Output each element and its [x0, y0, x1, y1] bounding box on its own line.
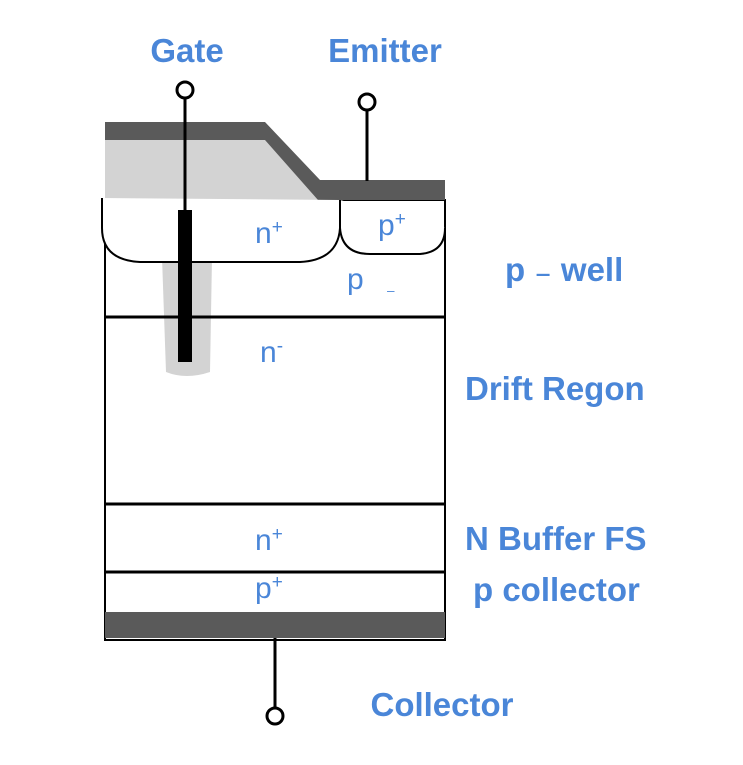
- p-well-label: p ₋ well: [505, 251, 623, 288]
- p-minus-label: p₋: [347, 263, 396, 300]
- p-collector-label: p collector: [473, 571, 640, 608]
- collector-terminal: [265, 706, 285, 726]
- p-plus-region-boundary: [339, 200, 446, 255]
- gate-label: Gate: [150, 32, 223, 69]
- emitter-metal: [105, 122, 445, 200]
- emitter-label: Emitter: [328, 32, 442, 69]
- gate-oxide: [105, 137, 445, 200]
- collector-label: Collector: [370, 686, 513, 723]
- p-plus-collector-label: p+: [255, 572, 283, 605]
- drift-region-label: Drift Regon: [465, 370, 645, 407]
- emitter-terminal: [357, 92, 377, 112]
- trench-gate-electrode: [178, 210, 192, 362]
- n-minus-label: n-: [260, 336, 283, 369]
- n-plus-region-boundary: [101, 198, 341, 263]
- n-buffer-label: N Buffer FS: [465, 520, 647, 557]
- device-body: [104, 199, 446, 641]
- collector-metal: [105, 612, 445, 638]
- n-plus-top-label: n+: [255, 217, 283, 250]
- n-plus-buffer-label: n+: [255, 524, 283, 557]
- gate-terminal: [175, 80, 195, 100]
- p-plus-top-label: p+: [378, 209, 406, 242]
